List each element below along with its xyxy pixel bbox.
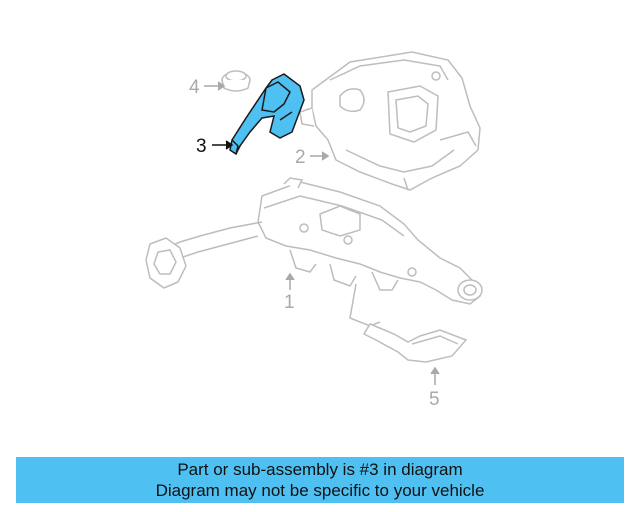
callout-number-3: 3 bbox=[196, 136, 207, 157]
part-1-steering-column bbox=[145, 177, 483, 327]
part-4-grommet bbox=[221, 70, 251, 92]
part-3-lever-highlighted bbox=[229, 73, 305, 156]
part-2-column-housing bbox=[299, 51, 481, 191]
callout-number-5: 5 bbox=[429, 389, 440, 410]
caption-line-1: Part or sub-assembly is #3 in diagram bbox=[177, 460, 463, 479]
callout-arrows bbox=[204, 81, 440, 385]
callout-number-4: 4 bbox=[189, 77, 200, 98]
caption-line-2: Diagram may not be specific to your vehi… bbox=[155, 481, 485, 500]
caption-banner: Part or sub-assembly is #3 in diagram Di… bbox=[16, 457, 624, 503]
callout-number-1: 1 bbox=[284, 292, 295, 313]
part-5-release-lever bbox=[362, 323, 468, 363]
callout-number-2: 2 bbox=[295, 147, 306, 168]
